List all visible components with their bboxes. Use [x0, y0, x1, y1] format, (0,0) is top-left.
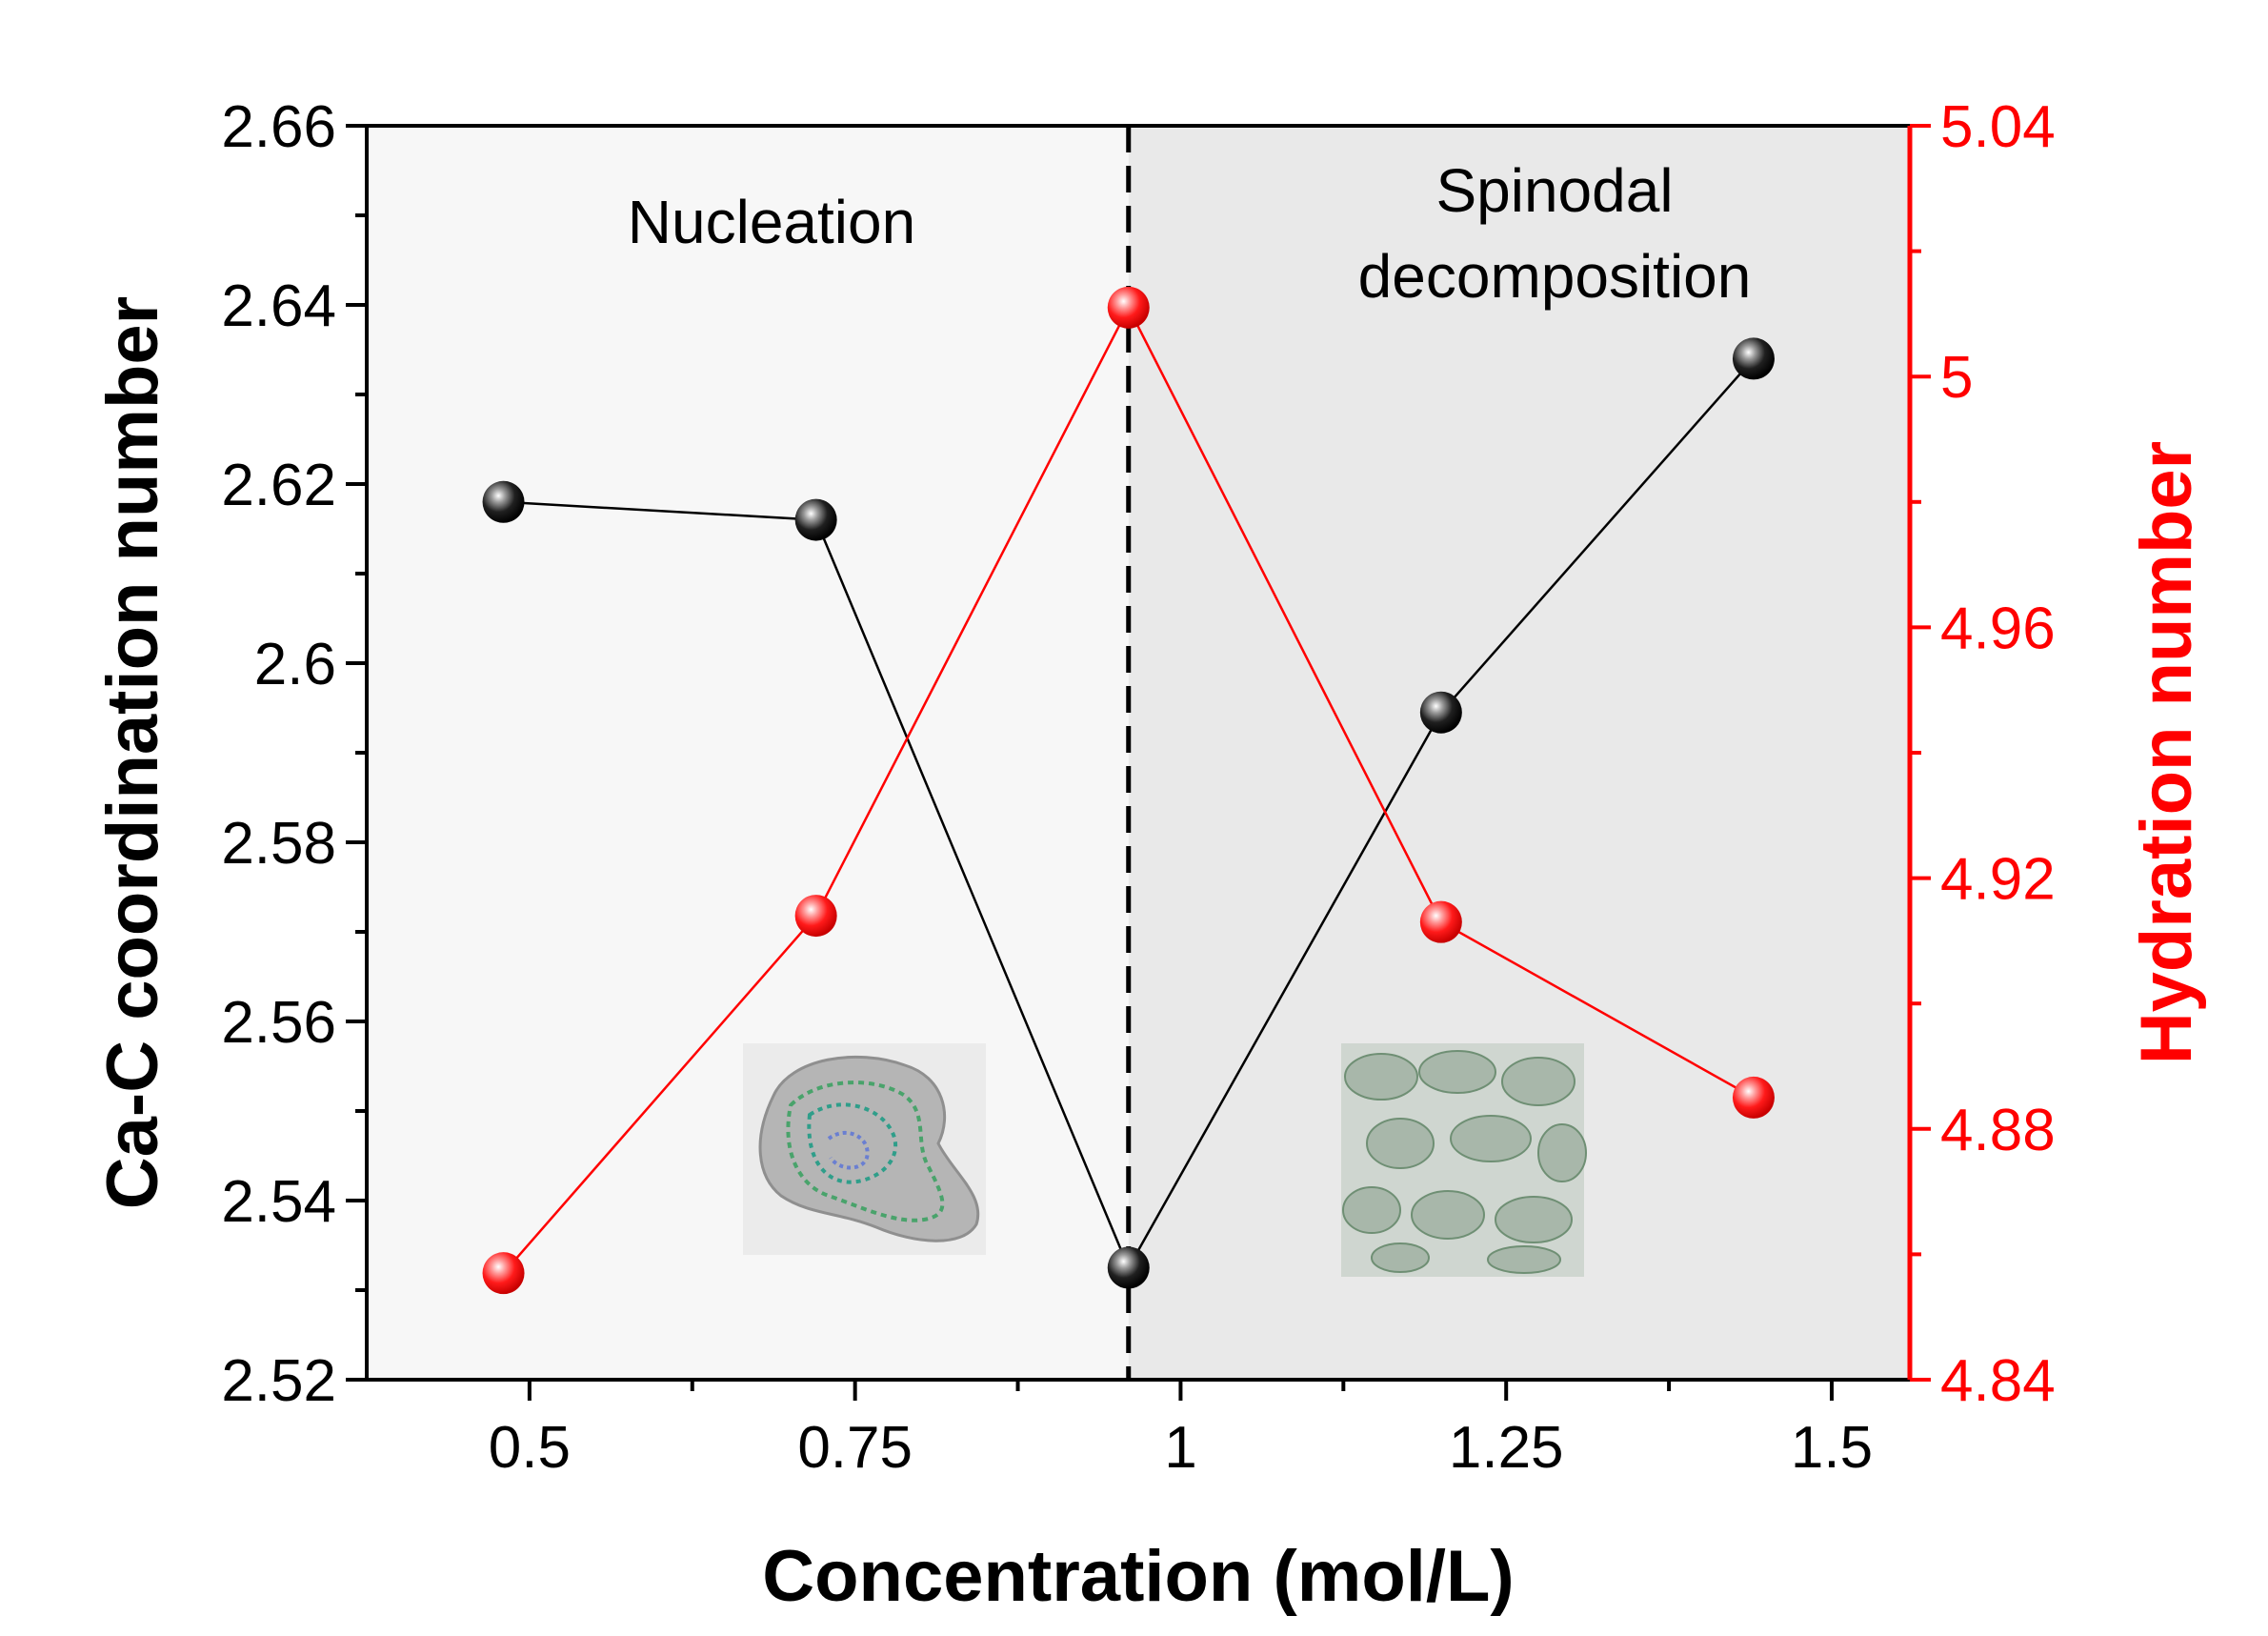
right-tick-label: 5.04 [1940, 94, 2056, 160]
right-tick-label: 4.84 [1940, 1348, 2056, 1414]
left-tick-label: 2.64 [221, 273, 336, 339]
data-point-left [1732, 337, 1775, 380]
series-markers [482, 286, 1775, 1295]
right-tick-label: 4.96 [1940, 596, 2056, 661]
x-axis-title: Concentration (mol/L) [762, 1536, 1515, 1617]
left-axis: 2.52 2.54 2.56 2.58 2.6 2.62 2.64 2.66 [221, 94, 367, 1414]
x-tick-label: 0.5 [489, 1415, 571, 1481]
x-tick-label: 1.25 [1449, 1415, 1564, 1481]
x-tick-label: 1 [1164, 1415, 1196, 1481]
data-point-right [482, 1252, 525, 1295]
inset-images [743, 1043, 1587, 1277]
left-tick-label: 2.58 [221, 811, 336, 877]
region-labels: Nucleation Spinodal decomposition [628, 156, 1752, 311]
left-tick-label: 2.62 [221, 453, 336, 518]
left-tick-label: 2.54 [221, 1169, 336, 1235]
right-axis: 4.84 4.88 4.92 4.96 5 5.04 [1907, 94, 2056, 1414]
data-point-right [1107, 286, 1150, 329]
right-tick-label: 5 [1940, 345, 1973, 411]
data-point-left [794, 498, 837, 541]
left-tick-label: 2.66 [221, 94, 336, 160]
region-backgrounds [367, 126, 1910, 1380]
right-tick-label: 4.88 [1940, 1098, 2056, 1163]
data-point-right [1419, 900, 1462, 943]
right-tick-label: 4.92 [1940, 847, 2056, 913]
data-point-left [1107, 1246, 1150, 1289]
x-tick-label: 1.5 [1791, 1415, 1873, 1481]
left-tick-label: 2.52 [221, 1348, 336, 1414]
spinodal-network-image [1341, 1043, 1587, 1277]
nucleation-cluster-image [743, 1043, 986, 1255]
right-axis-title: Hydration number [2126, 441, 2207, 1065]
data-point-left [482, 480, 525, 523]
data-point-right [1732, 1076, 1775, 1119]
left-axis-title: Ca-C coordination number [92, 296, 173, 1209]
x-axis: 0.5 0.75 1 1.25 1.5 [489, 1380, 1873, 1481]
data-point-right [794, 895, 837, 938]
region-label-1-line-1: decomposition [1358, 242, 1752, 311]
left-tick-label: 2.6 [254, 632, 336, 697]
data-point-left [1419, 691, 1462, 734]
x-tick-label: 0.75 [797, 1415, 913, 1481]
region-label-1-line-0: Spinodal [1435, 156, 1673, 225]
region-label-0-line-0: Nucleation [628, 188, 915, 256]
left-tick-label: 2.56 [221, 990, 336, 1056]
